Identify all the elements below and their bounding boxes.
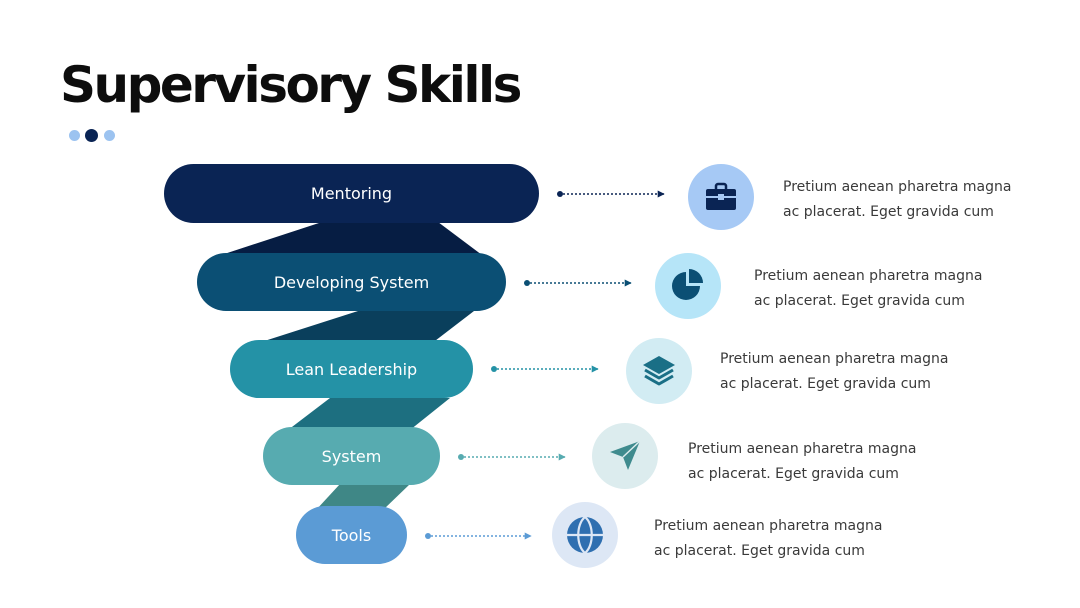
pie-chart-icon bbox=[672, 269, 703, 300]
level-label-developing-system: Developing System bbox=[273, 272, 430, 292]
arrow-start-dot-2 bbox=[524, 280, 530, 286]
level-description-2: Pretium aenean pharetra magna ac placera… bbox=[754, 268, 983, 309]
connector-band-2 bbox=[255, 311, 474, 344]
level-label-tools: Tools bbox=[331, 525, 372, 545]
level-label-mentoring: Mentoring bbox=[310, 184, 393, 203]
arrow-start-dot-4 bbox=[458, 454, 464, 460]
level-pill-lean-leadership: Lean Leadership bbox=[230, 340, 473, 398]
connector-band-1 bbox=[212, 222, 486, 258]
level-pill-mentoring: Mentoring bbox=[164, 164, 539, 223]
level-description-5: Pretium aenean pharetra magna ac placera… bbox=[654, 518, 883, 559]
arrow-start-dot-5 bbox=[425, 533, 431, 539]
dot-light-left bbox=[69, 130, 80, 141]
level-label-system: System bbox=[321, 446, 382, 466]
icon-circle-4 bbox=[592, 423, 658, 489]
slide-title: Supervisory Skills bbox=[60, 56, 522, 114]
paper-plane-icon bbox=[610, 440, 641, 470]
icon-circle-5 bbox=[552, 502, 618, 568]
icon-circle-1 bbox=[688, 164, 754, 230]
level-pill-system: System bbox=[263, 427, 440, 485]
level-description-4: Pretium aenean pharetra magna ac placera… bbox=[688, 441, 917, 482]
level-label-lean-leadership: Lean Leadership bbox=[285, 359, 418, 379]
briefcase-icon bbox=[706, 182, 736, 210]
level-pill-developing-system: Developing System bbox=[197, 253, 506, 311]
connector-band-3 bbox=[288, 398, 450, 430]
arrow-start-dot-1 bbox=[557, 191, 563, 197]
dot-light-right bbox=[104, 130, 115, 141]
level-description-1: Pretium aenean pharetra magna ac placera… bbox=[783, 179, 1012, 220]
dot-dark-center bbox=[85, 129, 98, 142]
arrow-start-dot-3 bbox=[491, 366, 497, 372]
icon-circle-3 bbox=[626, 338, 692, 404]
level-description-3: Pretium aenean pharetra magna ac placera… bbox=[720, 351, 949, 392]
level-pill-tools: Tools bbox=[296, 506, 407, 564]
layers-icon bbox=[643, 356, 675, 386]
connector-band-4 bbox=[316, 484, 410, 510]
globe-icon bbox=[567, 516, 603, 554]
icon-circle-2 bbox=[655, 253, 721, 319]
